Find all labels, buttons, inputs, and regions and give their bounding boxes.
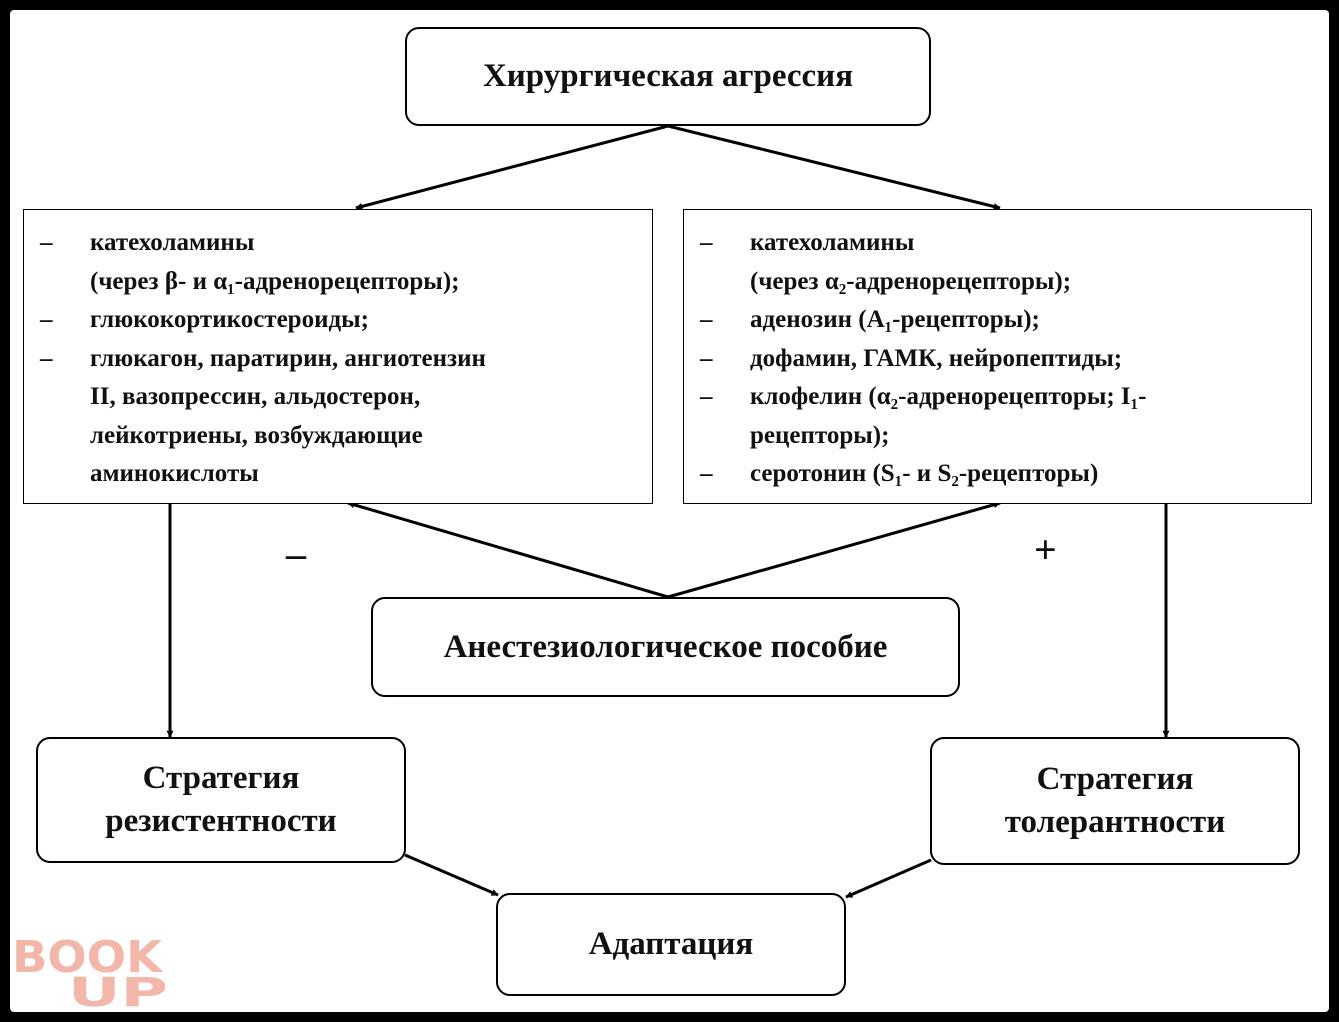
factor-item-continuation: (через β- и α₁-адренорецепторы); <box>24 263 642 302</box>
arrow-aggression-to-right <box>667 124 1001 210</box>
factor-item: – аденозин (А₁-рецепторы); <box>684 301 1301 340</box>
right-factors-box: – катехоламины (через α₂-адренорецепторы);… <box>683 209 1312 504</box>
factor-text: аминокислоты <box>90 460 259 487</box>
arrow-aggression-to-left <box>355 124 669 210</box>
factor-item-continuation: II, вазопрессин, альдостерон, <box>24 378 642 417</box>
minus-sign: – <box>286 531 306 576</box>
left-factors-list: – катехоламины (через β- и α₁-адренорецепт… <box>24 224 642 494</box>
factor-text: (через β- и α₁-адренорецепторы); <box>90 267 460 295</box>
arrow-anesthesia-to-right <box>667 501 1001 599</box>
factor-item: – клофелин (α₂-адренорецепторы; I₁- <box>684 378 1301 417</box>
arrow-anesthesia-to-left <box>347 501 669 599</box>
list-dash: – <box>700 306 713 333</box>
adaptation-label: Адаптация <box>588 926 754 962</box>
surgical-aggression-label: Хирургическая агрессия <box>482 58 854 94</box>
arrow-resistance-to-adaptation <box>404 853 499 897</box>
factor-item-continuation: аминокислоты <box>24 455 642 494</box>
left-factors-box: – катехоламины (через β- и α₁-адренорецепт… <box>23 209 653 504</box>
factor-item: – дофамин, ГАМК, нейропептиды; <box>684 340 1301 379</box>
anesthesia-label: Анестезиологическое пособие <box>443 628 888 665</box>
anesthesia-box: Анестезиологическое пособие <box>371 597 960 697</box>
list-dash: – <box>700 460 713 487</box>
factor-text: аденозин (А₁-рецепторы); <box>750 306 1040 333</box>
right-factors-list: – катехоламины (через α₂-адренорецепторы);… <box>684 224 1301 494</box>
tolerance-strategy-box: Стратегия толерантности <box>930 737 1300 865</box>
factor-text: серотонин (S₁- и S₂-рецепторы) <box>750 460 1099 487</box>
factor-text: II, вазопрессин, альдостерон, <box>90 383 421 410</box>
factor-item: – катехоламины <box>684 224 1301 263</box>
factor-text: глюкагон, паратирин, ангиотензин <box>90 344 486 372</box>
tolerance-strategy-label: Стратегия толерантности <box>1004 761 1226 840</box>
factor-item-continuation: лейкотриены, возбуждающие <box>24 417 642 456</box>
list-dash: – <box>700 344 713 372</box>
factor-text: дофамин, ГАМК, нейропептиды; <box>750 344 1123 372</box>
list-dash: – <box>40 344 53 372</box>
svg-text:UP: UP <box>68 970 168 1008</box>
resistance-strategy-label: Стратегия резистентности <box>105 760 337 839</box>
list-dash: – <box>40 306 53 333</box>
factor-item: – глюкокортикостероиды; <box>24 301 642 340</box>
svg-text:BOOK: BOOK <box>12 932 164 983</box>
factor-item: – глюкагон, паратирин, ангиотензин <box>24 340 642 379</box>
factor-item: – серотонин (S₁- и S₂-рецепторы) <box>684 455 1301 494</box>
factor-text: (через α₂-адренорецепторы); <box>750 267 1072 295</box>
arrow-tolerance-to-adaptation <box>845 858 932 899</box>
plus-sign: + <box>1034 527 1057 572</box>
factor-text: катехоламины <box>90 229 255 256</box>
factor-text: лейкотриены, возбуждающие <box>90 421 423 449</box>
resistance-strategy-box: Стратегия резистентности <box>36 737 406 863</box>
factor-text: клофелин (α₂-адренорецепторы; I₁- <box>750 383 1147 410</box>
list-dash: – <box>40 229 53 256</box>
bookup-watermark-logo: BOOK UP <box>12 932 168 1008</box>
surgical-aggression-box: Хирургическая агрессия <box>405 27 931 126</box>
factor-text: глюкокортикостероиды; <box>90 306 369 333</box>
factor-text: рецепторы); <box>750 421 890 449</box>
factor-item: – катехоламины <box>24 224 642 263</box>
list-dash: – <box>700 383 713 410</box>
factor-item-continuation: (через α₂-адренорецепторы); <box>684 263 1301 302</box>
factor-item-continuation: рецепторы); <box>684 417 1301 456</box>
list-dash: – <box>700 229 713 256</box>
adaptation-box: Адаптация <box>496 893 846 996</box>
factor-text: катехоламины <box>750 229 915 256</box>
